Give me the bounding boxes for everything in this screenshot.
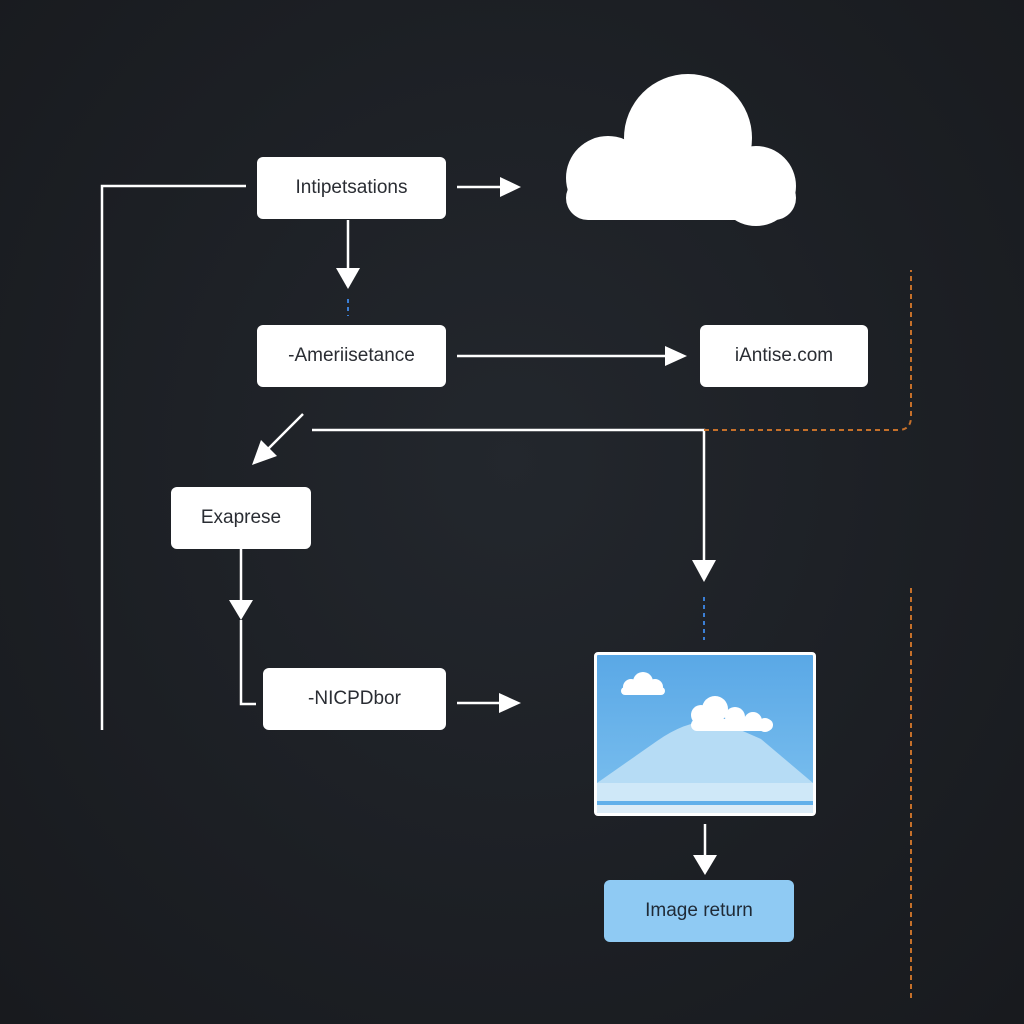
image-cloud-large — [691, 696, 773, 732]
arrowhead-to-image — [692, 560, 716, 582]
connector-diagonal-to-exaprese — [265, 413, 304, 452]
node-amerisetance[interactable]: -Ameriisetance — [257, 325, 446, 387]
image-bottom-band — [597, 801, 813, 805]
image-bottom-edge — [597, 805, 813, 813]
image-ground-strip — [597, 783, 813, 801]
connector-to-nicpdbor — [239, 620, 256, 706]
node-iantise[interactable]: iAntise.com — [700, 325, 868, 387]
arrowhead-to-iantise — [665, 346, 687, 366]
node-image-return[interactable]: Image return — [604, 880, 794, 942]
image-mountain — [597, 721, 813, 783]
node-exaprese[interactable]: Exaprese — [171, 487, 311, 549]
node-interpretations[interactable]: Intipetsations — [257, 157, 446, 219]
connector-to-image — [312, 428, 706, 560]
arrowhead-to-cloud — [500, 177, 521, 197]
left-bracket-connector — [100, 184, 246, 730]
image-cloud-small — [621, 672, 665, 695]
landscape-image-icon[interactable] — [594, 652, 816, 816]
node-nicpdbor[interactable]: -NICPDbor — [263, 668, 446, 730]
landscape-image-art — [597, 655, 813, 813]
arrowhead-from-nicpdbor — [499, 693, 521, 713]
arrowhead-to-exaprese — [252, 440, 277, 465]
cloud-icon — [566, 74, 796, 226]
arrowhead-to-image-return — [693, 855, 717, 875]
arrowhead-down-from-exaprese — [229, 600, 253, 620]
arrowhead-down-to-amerisetance — [336, 268, 360, 289]
